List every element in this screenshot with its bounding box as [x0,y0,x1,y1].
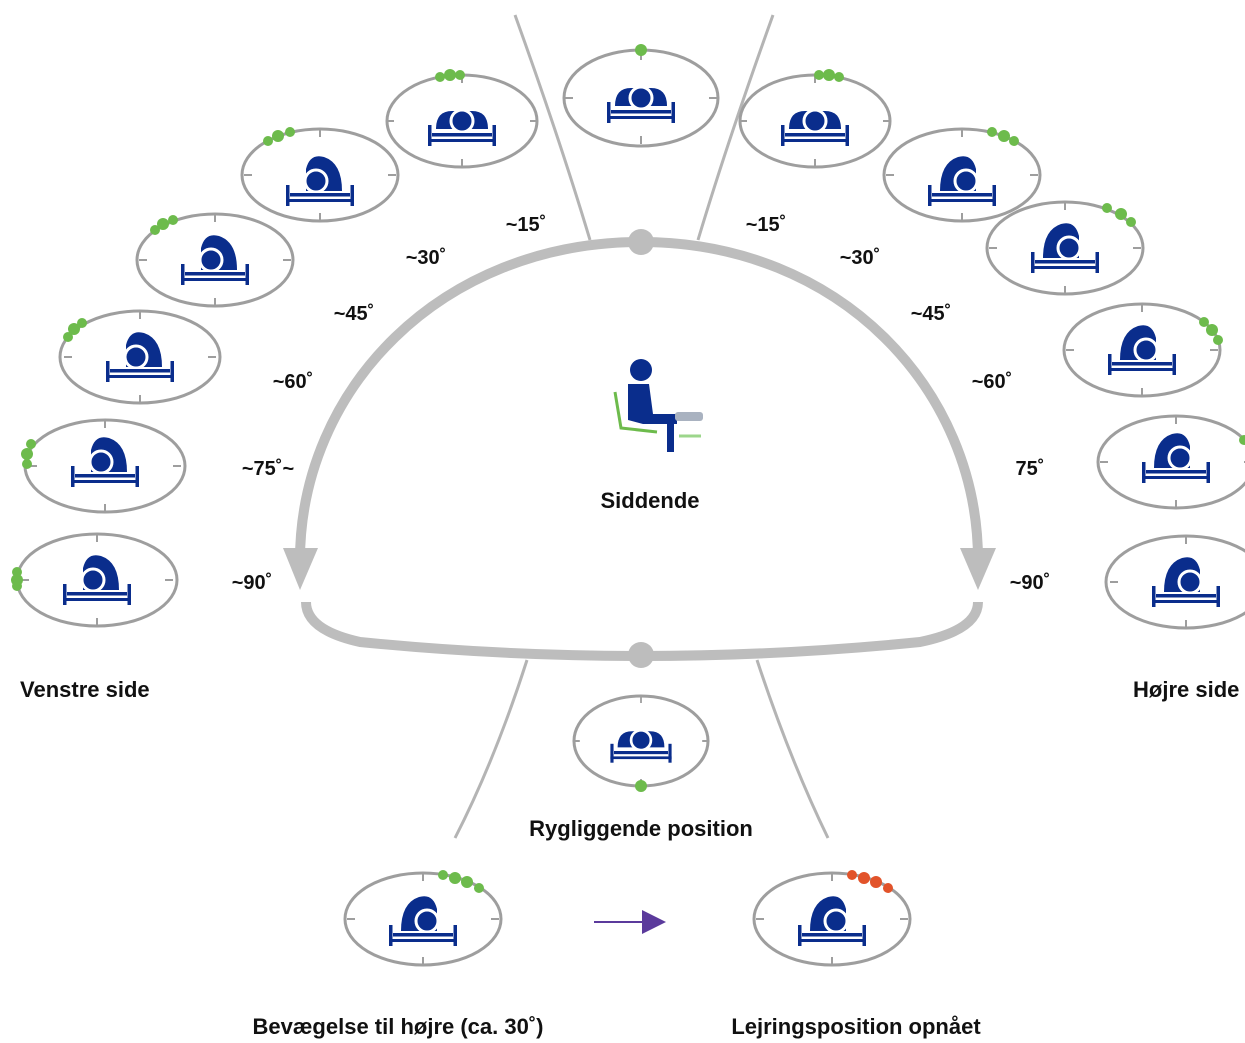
position-indicator-dot-icon [987,127,1019,146]
target-position-ring [752,870,912,967]
right-ring-30 [882,127,1042,223]
center-label: Siddende [600,488,699,513]
right-angle-60: ~60˚ [972,370,1013,393]
position-indicator-dot-icon [150,215,178,235]
seated-person-icon [613,359,703,452]
right-angle-45: ~45˚ [911,302,952,325]
position-indicator-dot-icon [814,69,844,82]
rotation-arc [283,229,996,668]
position-indicator-dot-icon [635,780,647,792]
position-indicator-dot-icon [1199,317,1223,345]
right-side-label: Højre side [1133,677,1239,702]
arrow-head-left [283,548,318,590]
left-angle-15: ~15˚ [506,213,547,236]
left-side-label: Venstre side [20,677,150,702]
right-angle-30: ~30˚ [840,246,881,269]
supine-label: Rygliggende position [529,816,753,841]
left-angle-75: ~75˚~ [242,457,294,480]
position-indicator-dot-icon [438,870,484,893]
left-angle-30: ~30˚ [406,246,447,269]
left-ring-90 [11,532,179,628]
left-angle-90: ~90˚ [232,571,273,594]
left-ring-30 [240,127,400,223]
left-angle-labels: ~15˚ ~30˚ ~45˚ ~60˚ ~75˚~ ~90˚ [232,213,547,594]
right-angle-90: ~90˚ [1010,571,1051,594]
right-ring-60 [1062,302,1223,398]
position-indicator-dot-icon [63,318,87,342]
left-ring-60 [58,309,222,405]
supine-ring [571,694,711,792]
left-ring-45 [135,212,295,308]
left-ring-15 [385,69,539,169]
top-node [628,229,654,255]
left-angle-45: ~45˚ [334,302,375,325]
right-angle-75: 75˚ [1016,457,1045,480]
right-ring-90 [1104,534,1245,630]
position-indicator-dot-icon [635,44,647,56]
position-indicator-dot-icon [1239,435,1245,445]
position-indicator-dot-icon [11,567,23,591]
arrow-head-right [960,548,996,590]
left-ring-75 [21,418,187,514]
position-indicator-dot-icon [847,870,893,893]
right-ring-15 [738,69,892,169]
movement-caption: Bevægelse til højre (ca. 30˚) [253,1014,544,1039]
target-caption: Lejringsposition opnået [731,1014,981,1039]
top-ring-seated [562,44,720,148]
right-angle-labels: ~15˚ ~30˚ ~45˚ ~60˚ 75˚ ~90˚ [746,213,1051,594]
left-angle-60: ~60˚ [273,370,314,393]
position-indicator-dot-icon [263,127,295,146]
position-indicator-dot-icon [21,439,36,469]
movement-ring [343,870,503,967]
guide-curves [453,14,830,839]
right-ring-75 [1096,414,1245,510]
bottom-node [628,642,654,668]
position-indicator-dot-icon [1102,203,1136,227]
right-angle-15: ~15˚ [746,213,787,236]
right-ring-45 [985,200,1145,296]
position-indicator-dot-icon [435,69,465,82]
